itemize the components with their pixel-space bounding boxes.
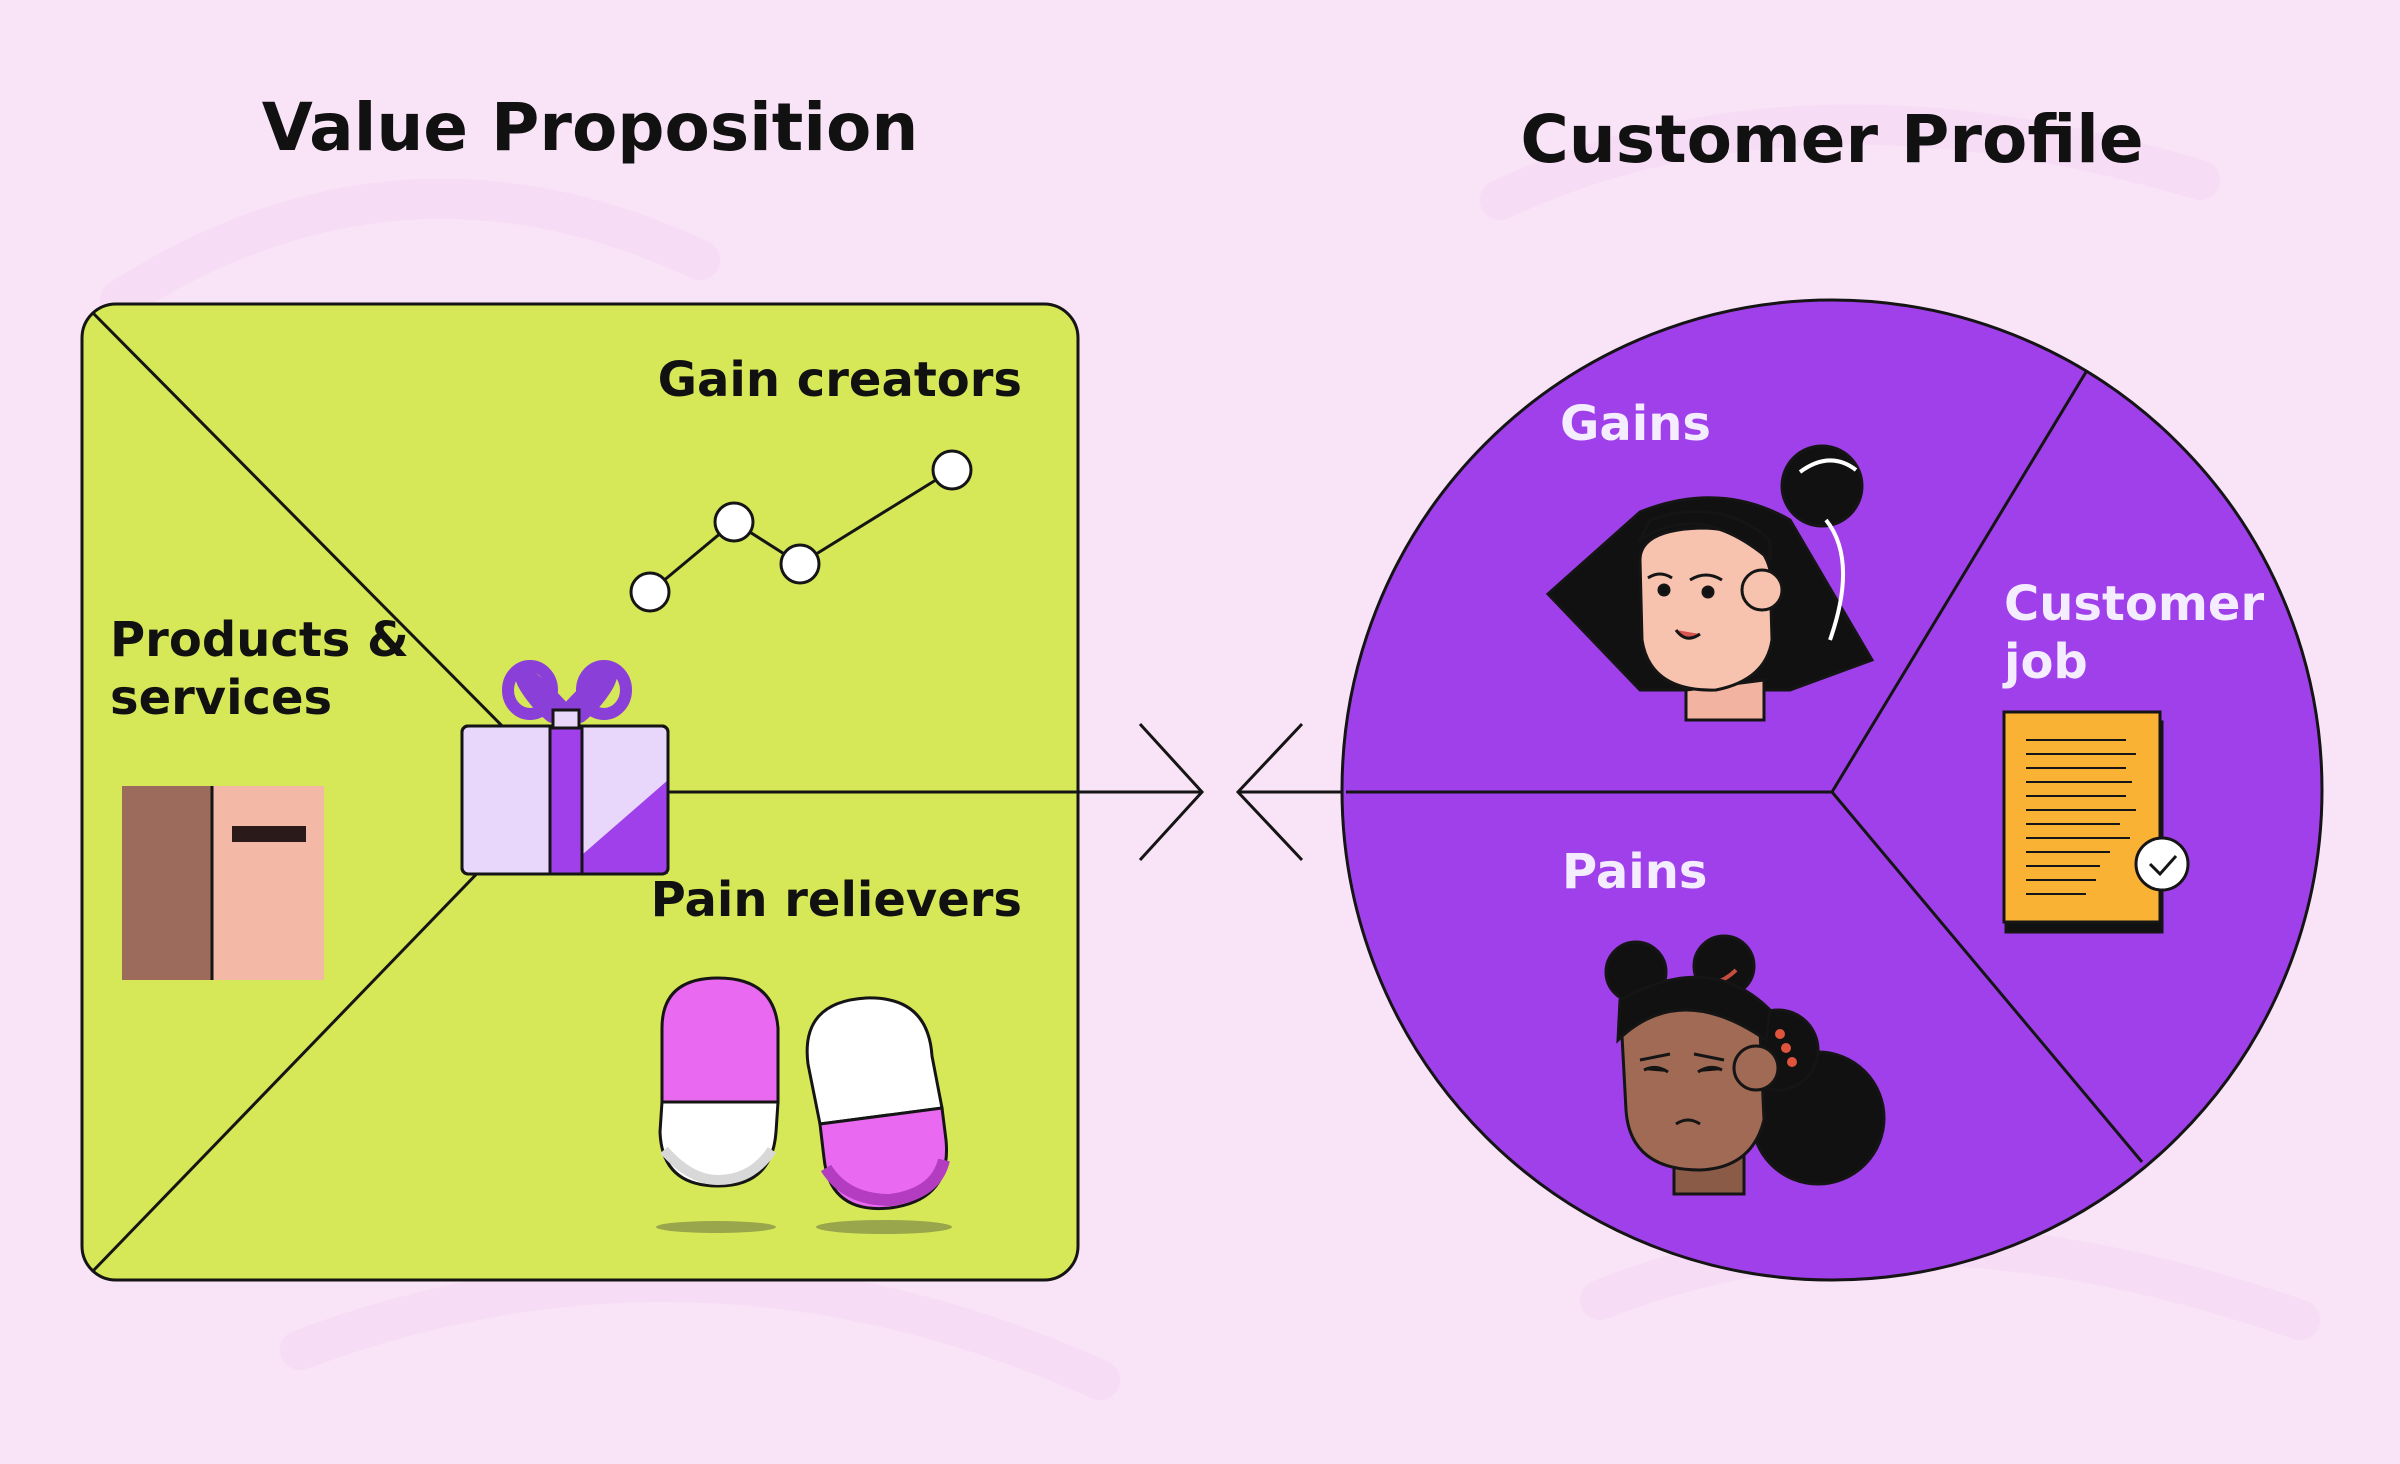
- box-icon: [122, 786, 324, 980]
- divider-bottom-left: [90, 856, 494, 1274]
- pains-label: Pains: [1562, 844, 1707, 900]
- document-text-lines: [2026, 739, 2136, 895]
- pill-icon: [805, 996, 952, 1234]
- divider-top-right: [1830, 371, 2088, 793]
- divider-bottom-right: [1830, 791, 2144, 1163]
- line-chart-icon: [629, 449, 973, 613]
- gain-creators-label: Gain creators: [658, 352, 1022, 408]
- products-services-label-line2: services: [110, 670, 332, 726]
- customer-job-label-line2: job: [2002, 634, 2088, 690]
- document-check-icon: [2002, 710, 2190, 934]
- customer-job-label-line1: Customer: [2004, 576, 2264, 632]
- pain-relievers-label: Pain relievers: [651, 872, 1022, 928]
- value-proposition-title: Value Proposition: [262, 89, 919, 166]
- customer-profile-title: Customer Profile: [1520, 101, 2143, 178]
- happy-face-icon: [1545, 444, 1875, 722]
- customer-profile-circle: [1340, 298, 2324, 1282]
- divider-top-left: [90, 310, 522, 746]
- gains-label: Gains: [1560, 396, 1711, 452]
- pill-icon: [656, 976, 780, 1233]
- products-services-label-line1: Products &: [110, 612, 409, 668]
- gift-icon: [460, 660, 670, 876]
- sad-face-icon: [1604, 934, 1886, 1196]
- chevron-right-icon: [1138, 722, 1205, 862]
